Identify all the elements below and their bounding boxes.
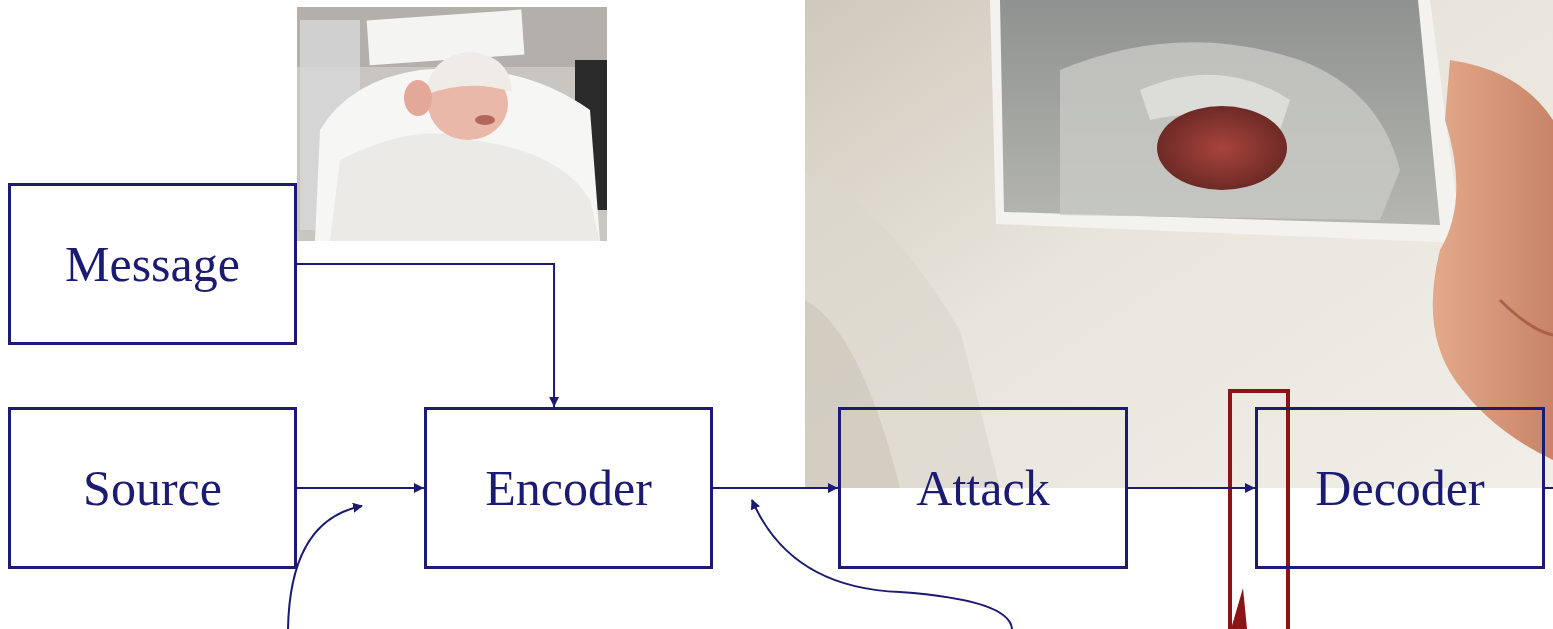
process-box: Source <box>8 407 297 569</box>
highlight-mark <box>1231 588 1247 629</box>
box-label: Encoder <box>485 461 652 516</box>
printed-photo-scene <box>805 0 1553 488</box>
pointer-arrow <box>752 500 1012 629</box>
box-label: Source <box>83 461 222 516</box>
box-label: Decoder <box>1315 461 1484 516</box>
box-label: Message <box>65 237 240 292</box>
process-box: Encoder <box>424 407 713 569</box>
process-box: Attack <box>838 407 1128 569</box>
process-box: Decoder <box>1255 407 1545 569</box>
pointer-arrow <box>288 506 362 629</box>
arrow-connector <box>297 264 554 407</box>
baby-photo <box>297 7 607 241</box>
arrow-connector <box>297 487 424 489</box>
output-line <box>1545 487 1553 489</box>
arrow-connector <box>713 487 838 489</box>
process-box: Message <box>8 183 297 345</box>
box-label: Attack <box>916 461 1049 516</box>
arrow-connector <box>1128 487 1255 489</box>
highlight-frame <box>1230 391 1288 629</box>
